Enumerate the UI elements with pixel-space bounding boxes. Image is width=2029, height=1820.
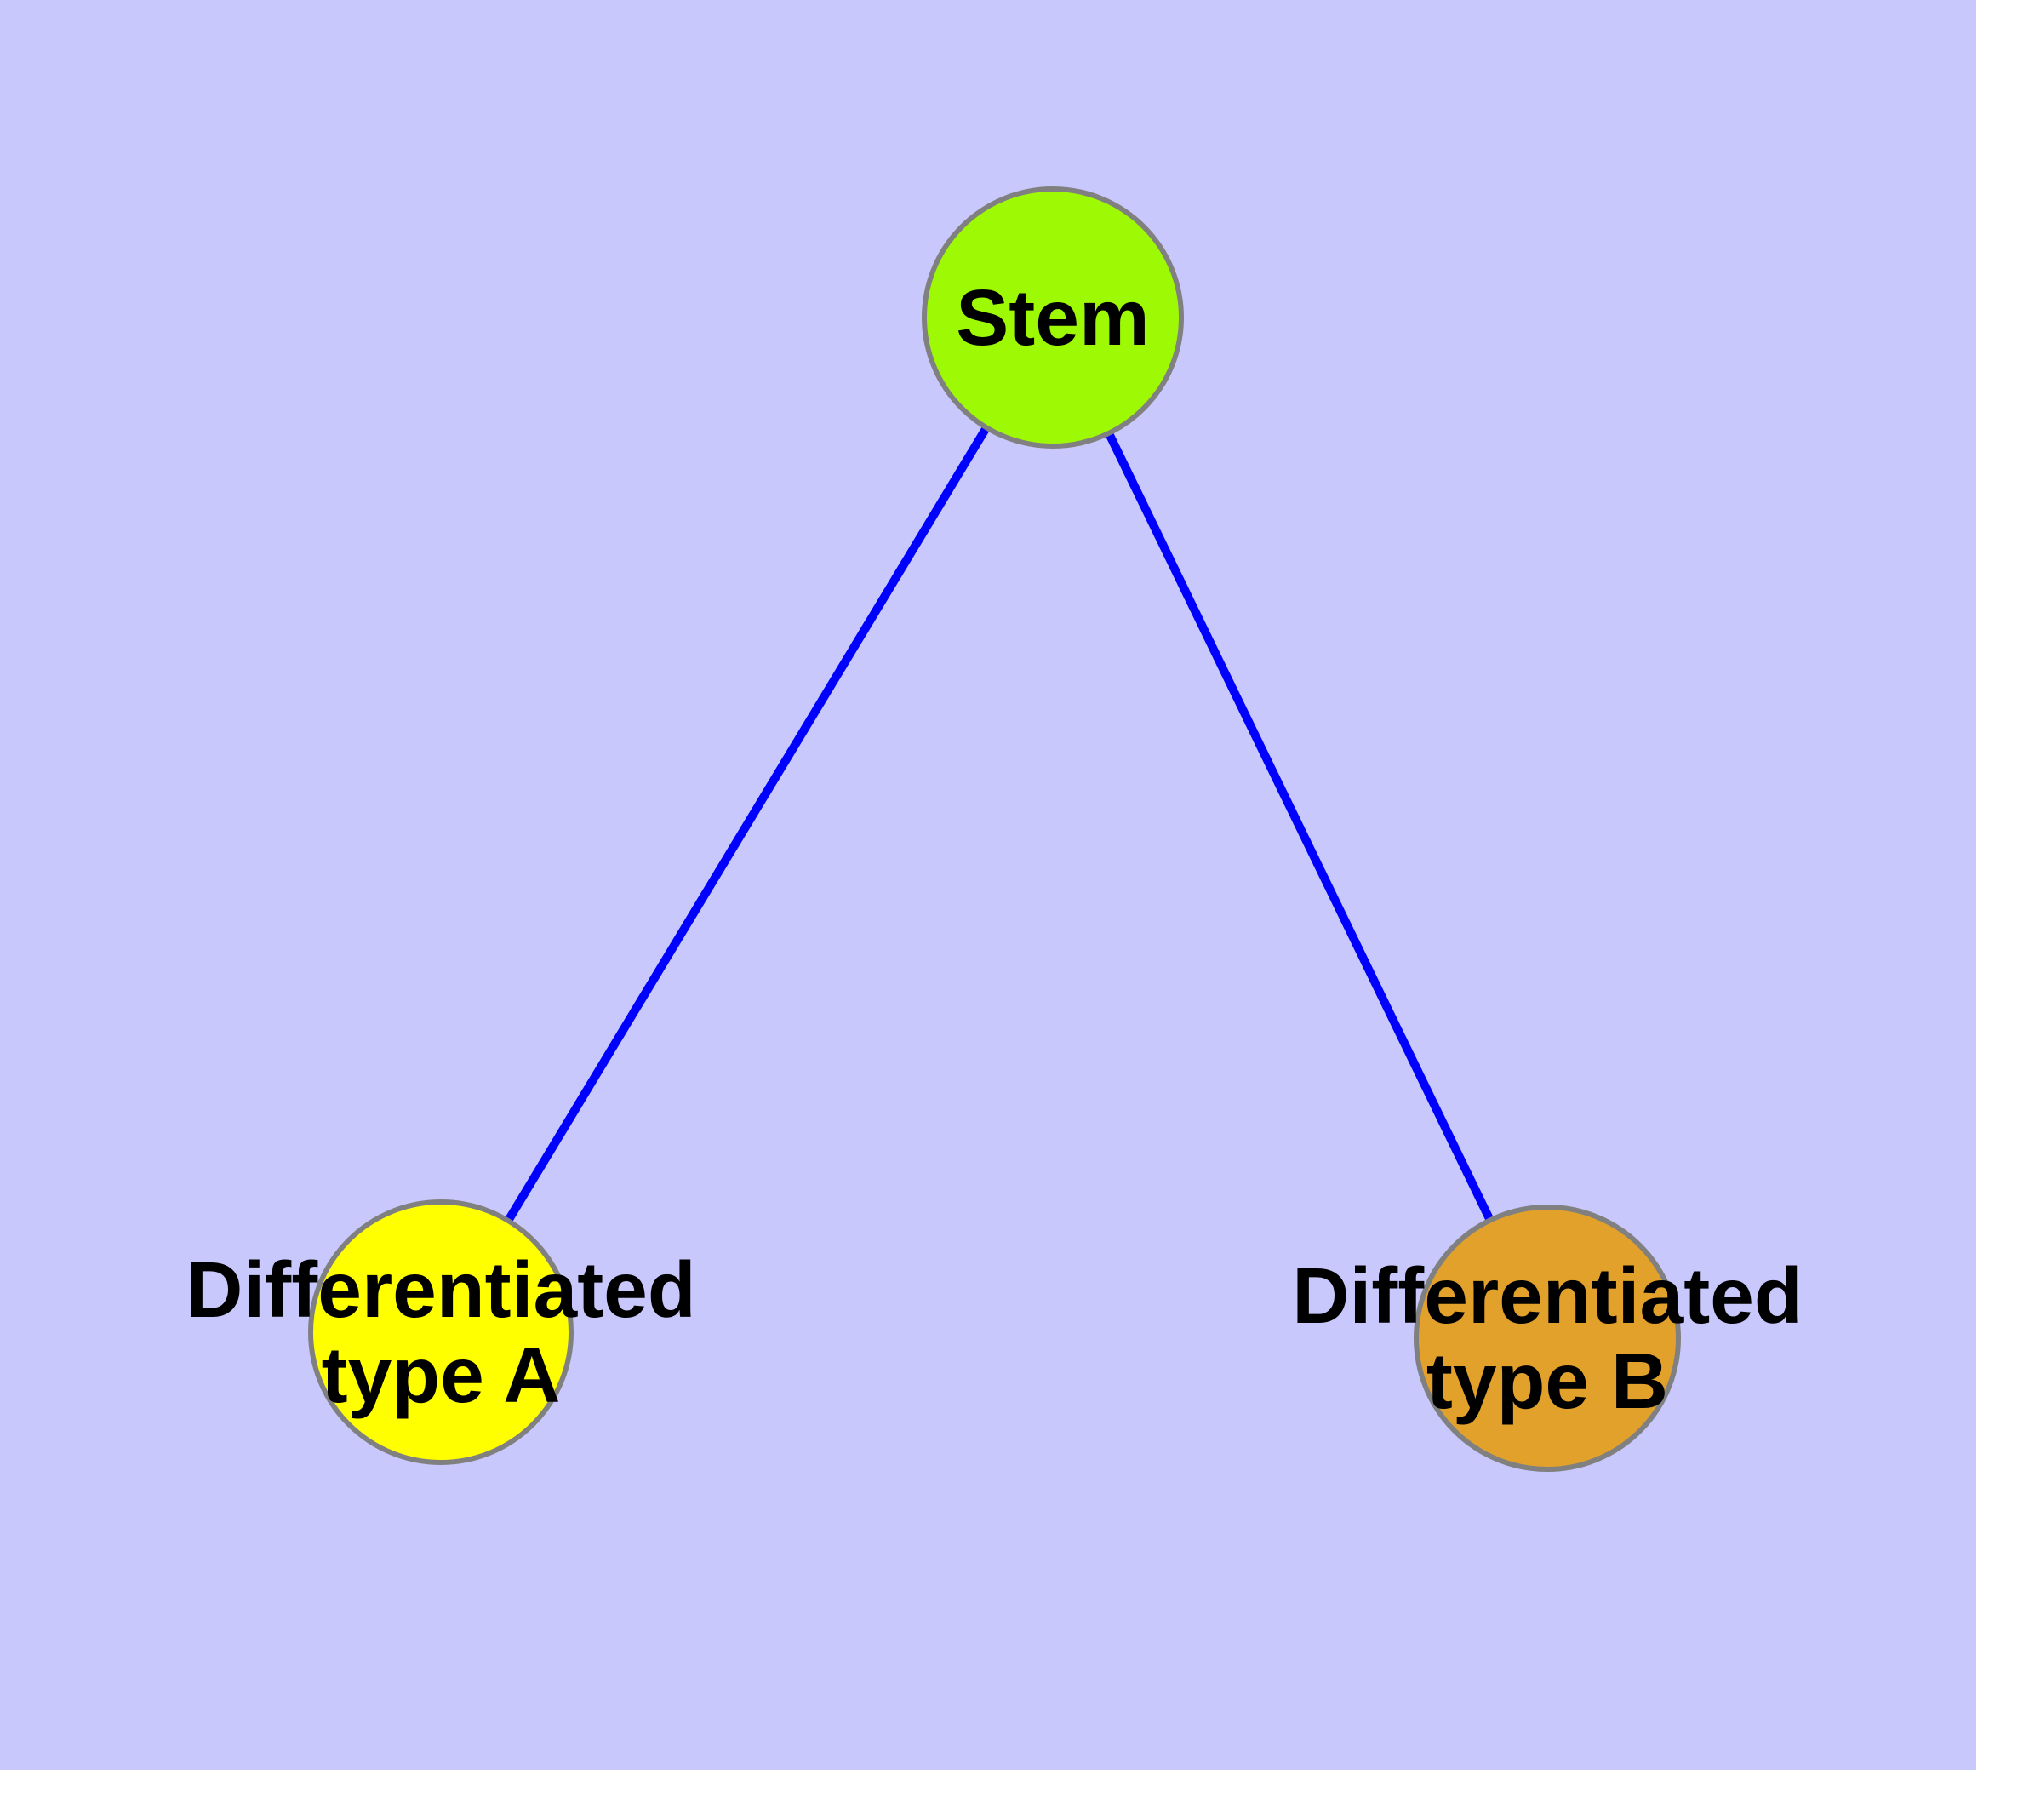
node-stem-circle[interactable] bbox=[922, 186, 1184, 449]
node-diff-a-circle[interactable] bbox=[308, 1199, 574, 1465]
node-label-line: type B bbox=[1426, 1336, 1668, 1425]
edge-stem-to-diff-b[interactable] bbox=[1105, 431, 1495, 1222]
edge-group bbox=[504, 425, 1495, 1223]
node-label-line: type A bbox=[322, 1331, 561, 1419]
node-label-line: Stem bbox=[956, 273, 1149, 362]
node-stem[interactable]: Stem bbox=[922, 186, 1184, 449]
node-label-line: Differentiated bbox=[186, 1245, 695, 1334]
node-diff-b-circle[interactable] bbox=[1414, 1205, 1681, 1472]
edge-stem-to-diff-a[interactable] bbox=[504, 425, 991, 1223]
node-label-line: Differentiated bbox=[1292, 1251, 1802, 1340]
node-stem-label: Stem bbox=[956, 273, 1149, 362]
